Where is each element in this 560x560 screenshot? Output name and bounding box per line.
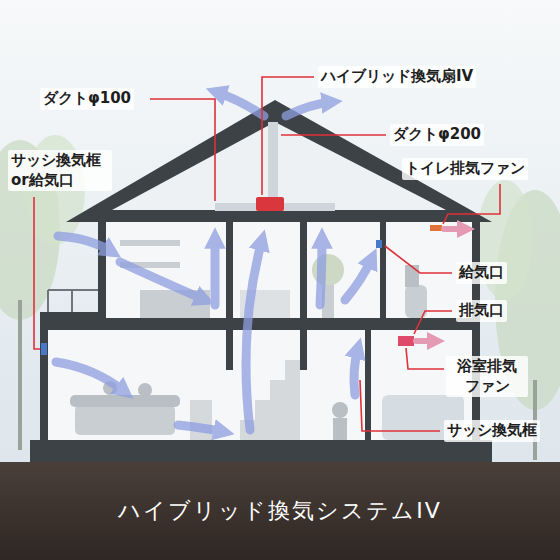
diagram-title: ハイブリッド換気システムIV	[0, 498, 560, 524]
house-structure	[40, 318, 480, 330]
furniture	[333, 418, 347, 440]
airflow-arrows	[211, 238, 220, 305]
leader-lines	[360, 380, 440, 431]
callout-label: 排気口	[456, 300, 507, 322]
leader-lines	[34, 197, 40, 349]
callout-label: トイレ排気ファン	[402, 158, 528, 180]
airflow-arrows	[216, 92, 264, 116]
background	[0, 0, 560, 470]
house-structure	[40, 330, 480, 440]
leader-lines	[385, 246, 452, 273]
ducts	[256, 197, 284, 211]
house-structure	[98, 222, 106, 318]
furniture	[138, 383, 152, 397]
background	[18, 300, 22, 450]
ducts	[430, 225, 442, 231]
house-structure	[365, 330, 371, 440]
airflow-arrows	[120, 262, 205, 300]
callout-label: サッシ換気框 or給気口	[8, 150, 112, 191]
leader-lines	[406, 348, 444, 369]
exhaust-arrows	[444, 226, 466, 232]
furniture	[405, 265, 419, 287]
house-structure	[90, 210, 470, 222]
airflow-arrows	[178, 425, 224, 432]
callout-label: 浴室排気 ファン	[446, 356, 528, 397]
airflow-arrows	[320, 238, 322, 305]
airflow-arrows	[58, 236, 112, 252]
furniture	[120, 240, 180, 246]
callout-label: ハイブリッド換気扇IV	[318, 66, 476, 88]
furniture	[190, 400, 212, 440]
house-structure	[40, 330, 48, 440]
leader-lines	[281, 134, 386, 136]
callout-label: サッシ換気框	[444, 420, 540, 442]
exhaust-arrows	[416, 229, 466, 341]
leader-lines	[414, 311, 452, 334]
ducts	[268, 122, 278, 202]
house-structure	[300, 330, 307, 370]
airflow-arrows	[56, 362, 125, 392]
furniture	[332, 402, 348, 418]
leader-lines	[150, 99, 215, 201]
ducts	[41, 343, 47, 355]
house-structure	[98, 222, 480, 318]
airflow-arrows	[286, 102, 332, 116]
leader-lines	[443, 184, 500, 224]
house-structure	[40, 312, 98, 318]
callout-label: ダクトφ100	[40, 88, 134, 110]
house-structure	[226, 330, 233, 370]
furniture	[75, 405, 175, 435]
leader-lines	[34, 77, 500, 431]
leader-lines	[262, 77, 314, 195]
house-structure	[380, 222, 386, 318]
airflow-arrows	[345, 258, 372, 300]
airflow-arrows	[354, 348, 358, 395]
airflow-arrows	[246, 240, 262, 430]
airflow-arrows	[56, 92, 372, 432]
callout-label: 給気口	[456, 262, 507, 284]
furniture	[70, 240, 464, 440]
house-structure	[226, 222, 233, 318]
exhaust-arrows	[416, 338, 436, 344]
ducts	[398, 336, 414, 346]
ducts	[376, 240, 382, 248]
furniture	[70, 395, 180, 407]
house-structure	[300, 222, 307, 318]
house-structure	[30, 440, 492, 462]
background	[0, 462, 560, 560]
callout-label: ダクトφ200	[390, 124, 484, 146]
